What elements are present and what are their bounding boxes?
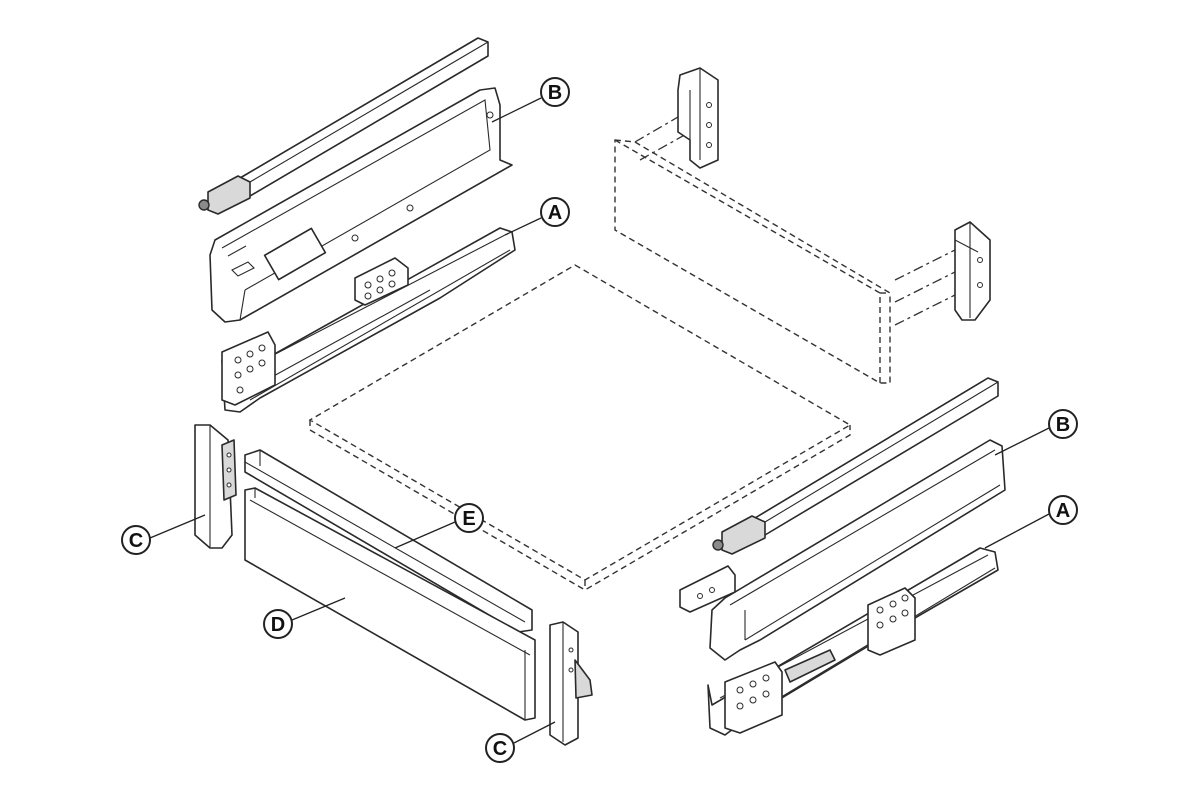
callout-b-top: B bbox=[540, 77, 570, 107]
svg-text:D: D bbox=[271, 614, 285, 636]
back-bracket-left bbox=[677, 67, 719, 169]
drawer-bottom-outline bbox=[308, 264, 852, 591]
svg-text:A: A bbox=[1056, 500, 1070, 522]
svg-text:C: C bbox=[129, 530, 143, 552]
locking-plate-holes bbox=[364, 269, 396, 300]
svg-text:E: E bbox=[462, 508, 475, 530]
callout-c-bottom: C bbox=[485, 733, 515, 763]
callout-a-right: A bbox=[1048, 495, 1078, 525]
runner-right bbox=[707, 547, 999, 736]
callout-b-right: B bbox=[1048, 409, 1078, 439]
drawer-side-profile-right bbox=[679, 439, 1006, 661]
svg-text:A: A bbox=[548, 202, 562, 224]
callout-a-top: A bbox=[540, 197, 570, 227]
front-panel bbox=[244, 487, 536, 721]
drawer-side-profile-left bbox=[209, 87, 513, 323]
callout-d-mid: D bbox=[263, 609, 293, 639]
svg-text:C: C bbox=[493, 738, 507, 760]
callout-e-mid: E bbox=[454, 503, 484, 533]
gallery-rail-right bbox=[712, 377, 999, 555]
svg-text:B: B bbox=[548, 82, 562, 104]
front-fixing-bracket-left bbox=[194, 424, 237, 549]
drawer-back-panel-outline bbox=[614, 109, 956, 384]
gallery-rail-left bbox=[198, 37, 489, 215]
front-fixing-bracket-right bbox=[549, 621, 593, 746]
back-bracket-right bbox=[954, 221, 991, 321]
svg-text:B: B bbox=[1056, 414, 1070, 436]
front-gallery-rail bbox=[244, 449, 533, 633]
callout-c-left: C bbox=[121, 525, 151, 555]
runner-left bbox=[221, 227, 516, 413]
callout-leaders bbox=[149, 97, 1050, 744]
